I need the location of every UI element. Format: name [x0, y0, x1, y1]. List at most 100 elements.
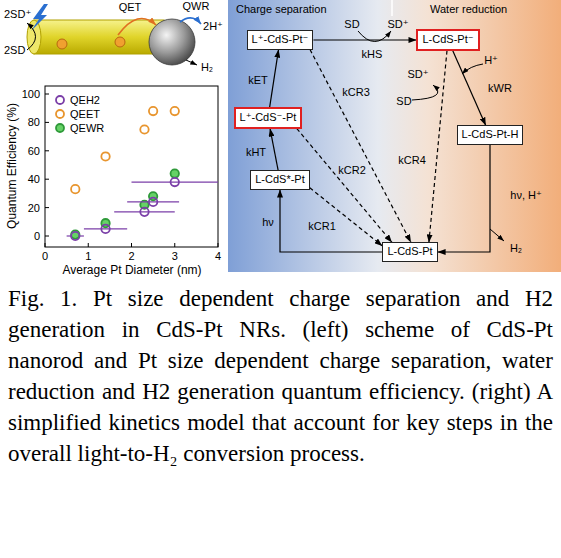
- h2-release-arrow: [490, 229, 504, 241]
- rate-label: kHS: [362, 48, 383, 61]
- y-tick: [45, 94, 49, 95]
- light-bolt: [31, 4, 48, 31]
- transition-arrow: [280, 190, 382, 252]
- text-label: 2SD: [4, 44, 25, 57]
- sd-arrow: [27, 23, 36, 50]
- text-label: 2H⁺: [203, 20, 223, 33]
- transition-arrow: [453, 51, 486, 126]
- electron-transfer-arrow: [118, 18, 156, 35]
- figure-caption: Fig. 1. Pt size dependent charge separat…: [8, 283, 553, 469]
- error-bar: [132, 181, 219, 182]
- data-point: [71, 232, 79, 240]
- x-tick: [88, 243, 89, 247]
- water-reduction-arrow: [180, 18, 201, 24]
- error-bar: [84, 228, 127, 229]
- state-box: L⁺-CdS⁻-Pt: [234, 107, 303, 128]
- legend-marker: [54, 108, 66, 120]
- rate-label: hν, H⁺: [510, 189, 541, 202]
- data-point: [171, 169, 179, 177]
- error-bar: [114, 211, 175, 212]
- text-label: SD⁺: [407, 68, 428, 81]
- legend-text: QEH2: [70, 93, 100, 107]
- rate-label: kWR: [488, 82, 512, 95]
- legend-row: QEET: [54, 107, 104, 121]
- chart-legend: QEH2QEETQEWR: [54, 93, 104, 135]
- data-point: [101, 225, 109, 233]
- h2-arrow: [186, 60, 197, 65]
- recombination-arrow: [297, 129, 392, 243]
- transition-arrow: [270, 129, 278, 171]
- tick-label: 3: [172, 250, 178, 263]
- x-tick: [174, 243, 175, 247]
- proton-arrow: [462, 64, 483, 74]
- text-label: 2SD⁺: [4, 8, 31, 21]
- tick-label: 20: [28, 201, 40, 214]
- rate-label: kCR2: [338, 164, 366, 177]
- text-label: SD⁺: [387, 18, 408, 31]
- y-tick: [45, 236, 49, 237]
- y-tick: [45, 122, 49, 123]
- rate-label: kET: [248, 74, 268, 87]
- text-label: H⁺: [484, 54, 498, 67]
- rate-label: kCR1: [308, 220, 336, 233]
- data-point: [149, 107, 157, 115]
- state-label: L-CdS-Pt⁻: [422, 33, 473, 46]
- y-tick: [45, 179, 49, 180]
- text-label: H₂: [201, 61, 213, 74]
- hole-dot: [57, 39, 67, 49]
- y-tick: [45, 150, 49, 151]
- tick-label: 80: [28, 116, 40, 129]
- data-point: [140, 125, 148, 133]
- kinetics-panel: [228, 0, 561, 272]
- transition-arrow: [438, 145, 490, 252]
- legend-row: QEWR: [54, 121, 104, 135]
- tick-label: 1: [85, 250, 91, 263]
- state-box: L-CdS-Pt-H: [457, 125, 524, 144]
- panel-divider: [391, 0, 393, 16]
- data-point: [171, 178, 179, 186]
- qe-chart: [45, 86, 218, 247]
- tick-label: 0: [42, 250, 48, 263]
- x-tick: [131, 243, 132, 247]
- rate-label: hν: [262, 216, 274, 229]
- electron-dot: [115, 37, 125, 47]
- error-bar: [127, 201, 179, 202]
- text-label: SD: [396, 95, 411, 108]
- text-label: QET: [119, 1, 142, 14]
- text-label: SD: [344, 18, 359, 31]
- data-point: [101, 152, 109, 160]
- state-label: L-CdS-Pt: [387, 245, 432, 258]
- legend-marker: [54, 94, 66, 106]
- recombination-arrow: [429, 51, 447, 243]
- rate-label: kCR4: [398, 154, 426, 167]
- recombination-arrow: [310, 50, 411, 243]
- state-box: L⁺-CdS-Pt⁻: [247, 30, 314, 49]
- rate-label: kCR3: [342, 86, 370, 99]
- axis-title: Quantum Efficiency (%): [6, 103, 20, 229]
- text-label: Charge separation: [236, 3, 327, 16]
- x-tick: [45, 243, 46, 247]
- data-point: [140, 208, 148, 216]
- tick-label: 4: [215, 250, 221, 263]
- pt-sphere: [149, 19, 195, 65]
- legend-text: QEWR: [70, 121, 104, 135]
- state-label: L⁺-CdS-Pt⁻: [252, 33, 309, 46]
- state-label: L⁺-CdS⁻-Pt: [240, 111, 297, 124]
- axis-title: Average Pt Diameter (nm): [62, 264, 201, 278]
- transition-arrow: [313, 39, 416, 40]
- rate-label: kHT: [246, 146, 266, 159]
- state-label: L-CdS*-Pt: [255, 173, 305, 186]
- data-point: [149, 198, 157, 206]
- legend-text: QEET: [70, 107, 100, 121]
- text-label: QWR: [183, 0, 210, 12]
- text-label: H₂: [510, 242, 522, 255]
- state-box: L-CdS-Pt⁻: [416, 29, 479, 50]
- tick-label: 40: [28, 173, 40, 186]
- tick-label: 100: [22, 88, 40, 101]
- cds-rod: [34, 20, 164, 54]
- x-tick: [218, 243, 219, 247]
